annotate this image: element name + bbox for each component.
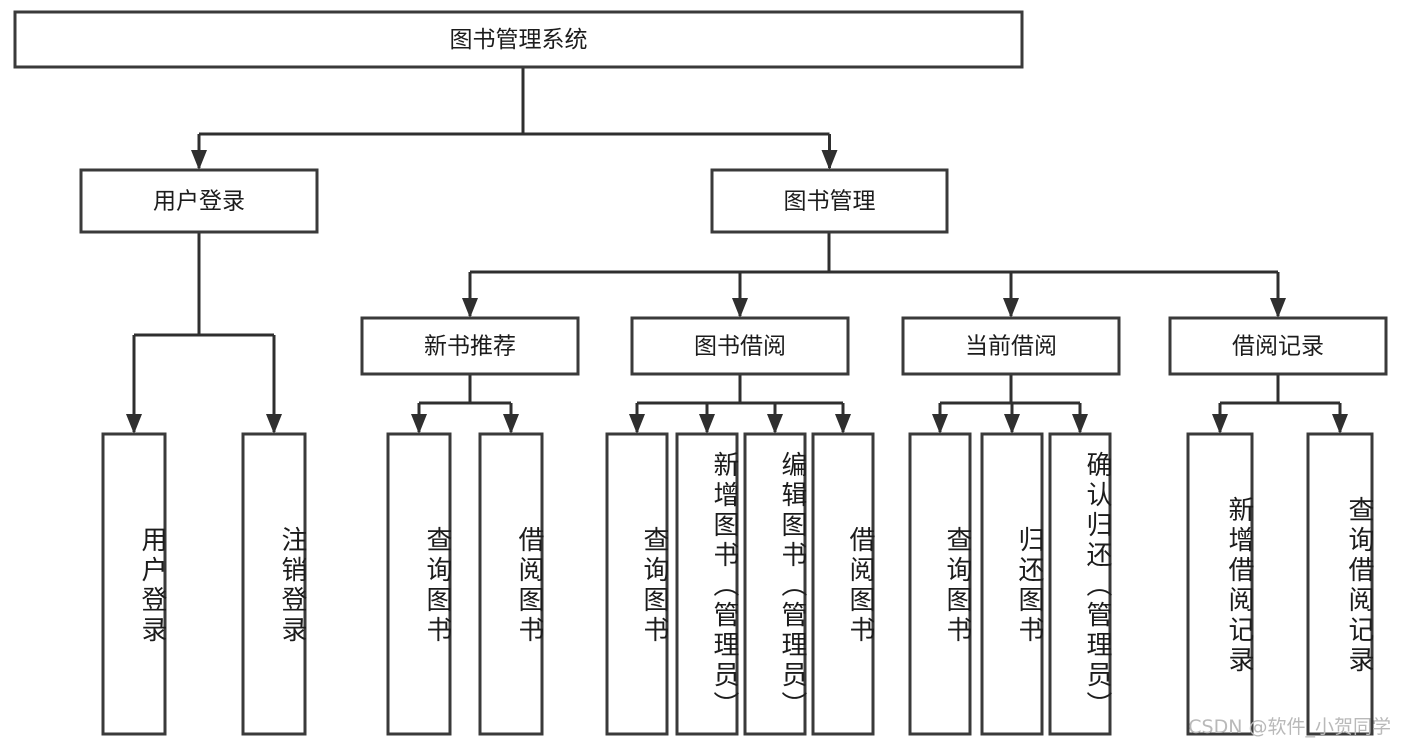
arrow-to-level2-1	[821, 150, 838, 170]
level3-node-box-3[interactable]	[1168, 316, 1388, 376]
level3-node-box-1[interactable]	[630, 316, 850, 376]
connector-layer	[126, 67, 1348, 434]
leaf-node-box-12[interactable]	[1306, 432, 1374, 736]
csdn-watermark: CSDN @软件_小贺同学	[1188, 716, 1391, 738]
level2-node-label-1: 图书管理	[784, 189, 876, 215]
level3-node-label-1: 图书借阅	[694, 334, 786, 360]
arrow-to-leaf-12	[1332, 414, 1348, 434]
leaf-node-box-5[interactable]	[675, 432, 739, 736]
arrow-to-leaf-7	[835, 414, 851, 434]
level2-node-label-0: 用户登录	[153, 189, 245, 215]
leaf-node-box-9[interactable]	[980, 432, 1044, 736]
leaf-node-box-8[interactable]	[908, 432, 972, 736]
level3-node-box-2[interactable]	[901, 316, 1121, 376]
arrow-to-leaf-4	[629, 414, 645, 434]
leaf-node-box-6[interactable]	[743, 432, 807, 736]
arrow-to-leaf-9	[1004, 414, 1020, 434]
leaf-node-box-0[interactable]	[101, 432, 167, 736]
arrow-to-leaf-11	[1212, 414, 1228, 434]
arrow-to-level3-3	[1270, 298, 1286, 318]
arrow-to-leaf-3	[503, 414, 519, 434]
leaf-node-box-10[interactable]	[1048, 432, 1112, 736]
leaf-node-box-7[interactable]	[811, 432, 875, 736]
arrow-to-leaf-2	[411, 414, 427, 434]
arrow-to-leaf-6	[767, 414, 783, 434]
arrow-to-leaf-10	[1072, 414, 1088, 434]
arrow-to-level2-0	[191, 150, 207, 170]
leaf-node-box-1[interactable]	[241, 432, 307, 736]
arrow-to-level3-2	[1003, 298, 1019, 318]
level3-node-label-0: 新书推荐	[424, 334, 516, 360]
arrow-to-level3-0	[462, 298, 478, 318]
level2-node-box-0[interactable]	[79, 168, 319, 234]
level2-node-box-1[interactable]	[710, 168, 949, 234]
arrow-to-leaf-5	[699, 414, 715, 434]
root-node-box-0[interactable]	[13, 10, 1024, 69]
arrow-to-leaf-1	[266, 414, 282, 434]
leaf-node-box-3[interactable]	[478, 432, 544, 736]
level3-node-label-2: 当前借阅	[965, 334, 1057, 360]
node-box-layer	[13, 10, 1388, 736]
leaf-node-box-2[interactable]	[386, 432, 452, 736]
leaf-node-box-4[interactable]	[605, 432, 669, 736]
arrow-to-level3-1	[732, 298, 748, 318]
arrow-to-leaf-8	[932, 414, 948, 434]
level3-node-label-3: 借阅记录	[1232, 334, 1324, 360]
leaf-node-box-11[interactable]	[1186, 432, 1254, 736]
arrow-to-leaf-0	[126, 414, 142, 434]
root-node-label-0: 图书管理系统	[450, 27, 588, 53]
level3-node-box-0[interactable]	[360, 316, 580, 376]
